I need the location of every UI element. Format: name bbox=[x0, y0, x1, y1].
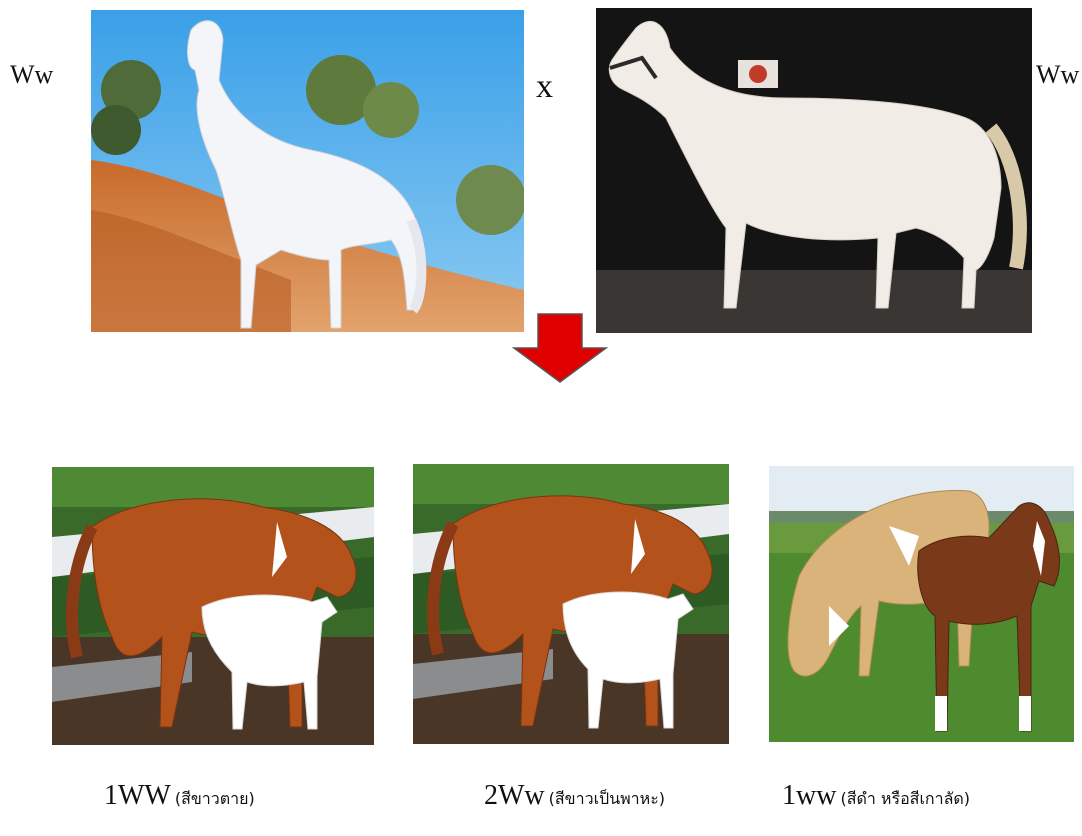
parent-horse-photo-left bbox=[91, 10, 524, 332]
offspring-note: (สีดำ หรือสีเกาลัด) bbox=[840, 789, 970, 808]
parent-left-genotype: Ww bbox=[10, 60, 53, 90]
offspring-photo-3 bbox=[769, 466, 1074, 742]
down-arrow-icon bbox=[510, 312, 610, 384]
offspring-caption-1: 1WW (สีขาวตาย) bbox=[104, 780, 255, 812]
offspring-code: 1ww bbox=[782, 780, 836, 811]
cross-symbol: x bbox=[536, 68, 553, 106]
offspring-code: 1WW bbox=[104, 780, 171, 811]
offspring-code: 2Ww bbox=[484, 780, 545, 811]
offspring-note: (สีขาวเป็นพาหะ) bbox=[549, 789, 665, 808]
parent-horse-photo-right bbox=[596, 8, 1032, 333]
offspring-photo-2 bbox=[413, 464, 729, 744]
offspring-note: (สีขาวตาย) bbox=[175, 789, 255, 808]
offspring-photo-1 bbox=[52, 467, 374, 745]
offspring-caption-3: 1ww (สีดำ หรือสีเกาลัด) bbox=[782, 780, 970, 812]
parent-right-genotype: Ww bbox=[1036, 60, 1079, 90]
offspring-caption-2: 2Ww (สีขาวเป็นพาหะ) bbox=[484, 780, 665, 812]
